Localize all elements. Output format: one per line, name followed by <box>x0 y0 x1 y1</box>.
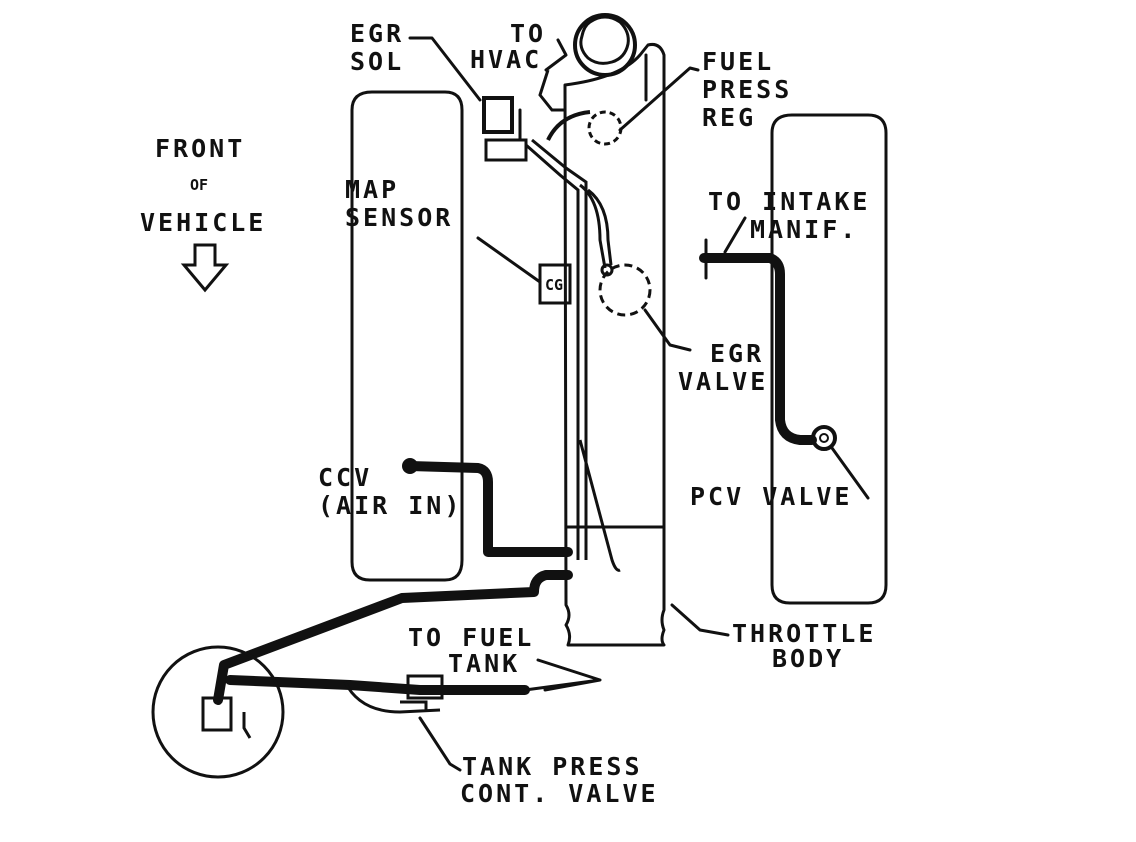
label-pcv-valve: PCV VALVE <box>690 482 852 511</box>
leader-to-hvac <box>544 38 568 72</box>
label-front-of-vehicle: FRONT OF VEHICLE <box>140 134 266 237</box>
egr-vacuum-line <box>525 138 588 560</box>
pcv-hose <box>699 253 817 445</box>
label-to-intake-manif: TO INTAKE MANIF. <box>708 187 889 244</box>
front-arrow-icon <box>180 243 230 293</box>
leader-to-fuel-tank <box>523 658 602 692</box>
to-hvac-line <box>538 69 565 112</box>
canister-circle <box>151 645 285 779</box>
label-ccv-air-in: CCV (AIR IN) <box>318 463 462 520</box>
label-egr-sol: EGR SOL <box>350 19 422 76</box>
leader-throttle-body <box>670 603 730 637</box>
label-fuel-press-reg: FUEL PRESS REG <box>702 47 810 132</box>
label-to-fuel-tank: TO FUEL TANK <box>408 623 552 678</box>
label-tank-press-cont-valve: TANK PRESS CONT. VALVE <box>460 752 661 808</box>
tpcv-body <box>343 681 441 714</box>
egr-valve-line <box>579 183 613 269</box>
canister-fitting <box>242 712 252 739</box>
left-cylinder-bank <box>350 90 464 582</box>
label-map-sensor: MAP SENSOR <box>345 175 453 232</box>
leader-fuel-press-reg <box>618 66 700 132</box>
leader-map-sensor <box>476 236 542 284</box>
fuel-press-reg-body <box>587 110 623 146</box>
tb-diagonal-line <box>578 439 621 572</box>
leader-egr-sol <box>408 36 482 102</box>
label-to-hvac: TO HVAC <box>470 19 564 74</box>
fuel-reg-line <box>546 110 591 141</box>
fuel-tank-hose <box>225 675 530 695</box>
throttle-body-column <box>563 43 666 647</box>
leader-pcv-valve <box>830 446 870 500</box>
canister-block <box>201 696 233 732</box>
air-cleaner-scallops <box>579 15 630 65</box>
leader-tank-press <box>418 716 462 772</box>
label-egr-valve: EGR VALVE <box>678 339 782 396</box>
tank-press-cont-valve <box>406 674 444 700</box>
right-cylinder-bank <box>770 113 888 605</box>
pcv-valve-center <box>819 433 829 443</box>
ccv-hose <box>405 461 573 557</box>
tank-hose <box>213 570 573 705</box>
egr-valve-port <box>600 263 614 277</box>
egr-solenoid-bracket <box>484 138 528 162</box>
pcv-valve <box>811 425 837 451</box>
egr-valve-body <box>598 263 652 317</box>
leader-egr-valve <box>643 308 692 352</box>
label-throttle-body: THROTTLE BODY <box>732 619 894 673</box>
egr-solenoid <box>482 96 514 134</box>
map-sensor <box>538 263 572 305</box>
leader-to-intake <box>723 216 747 254</box>
map-sensor-marking: CG <box>545 276 563 294</box>
